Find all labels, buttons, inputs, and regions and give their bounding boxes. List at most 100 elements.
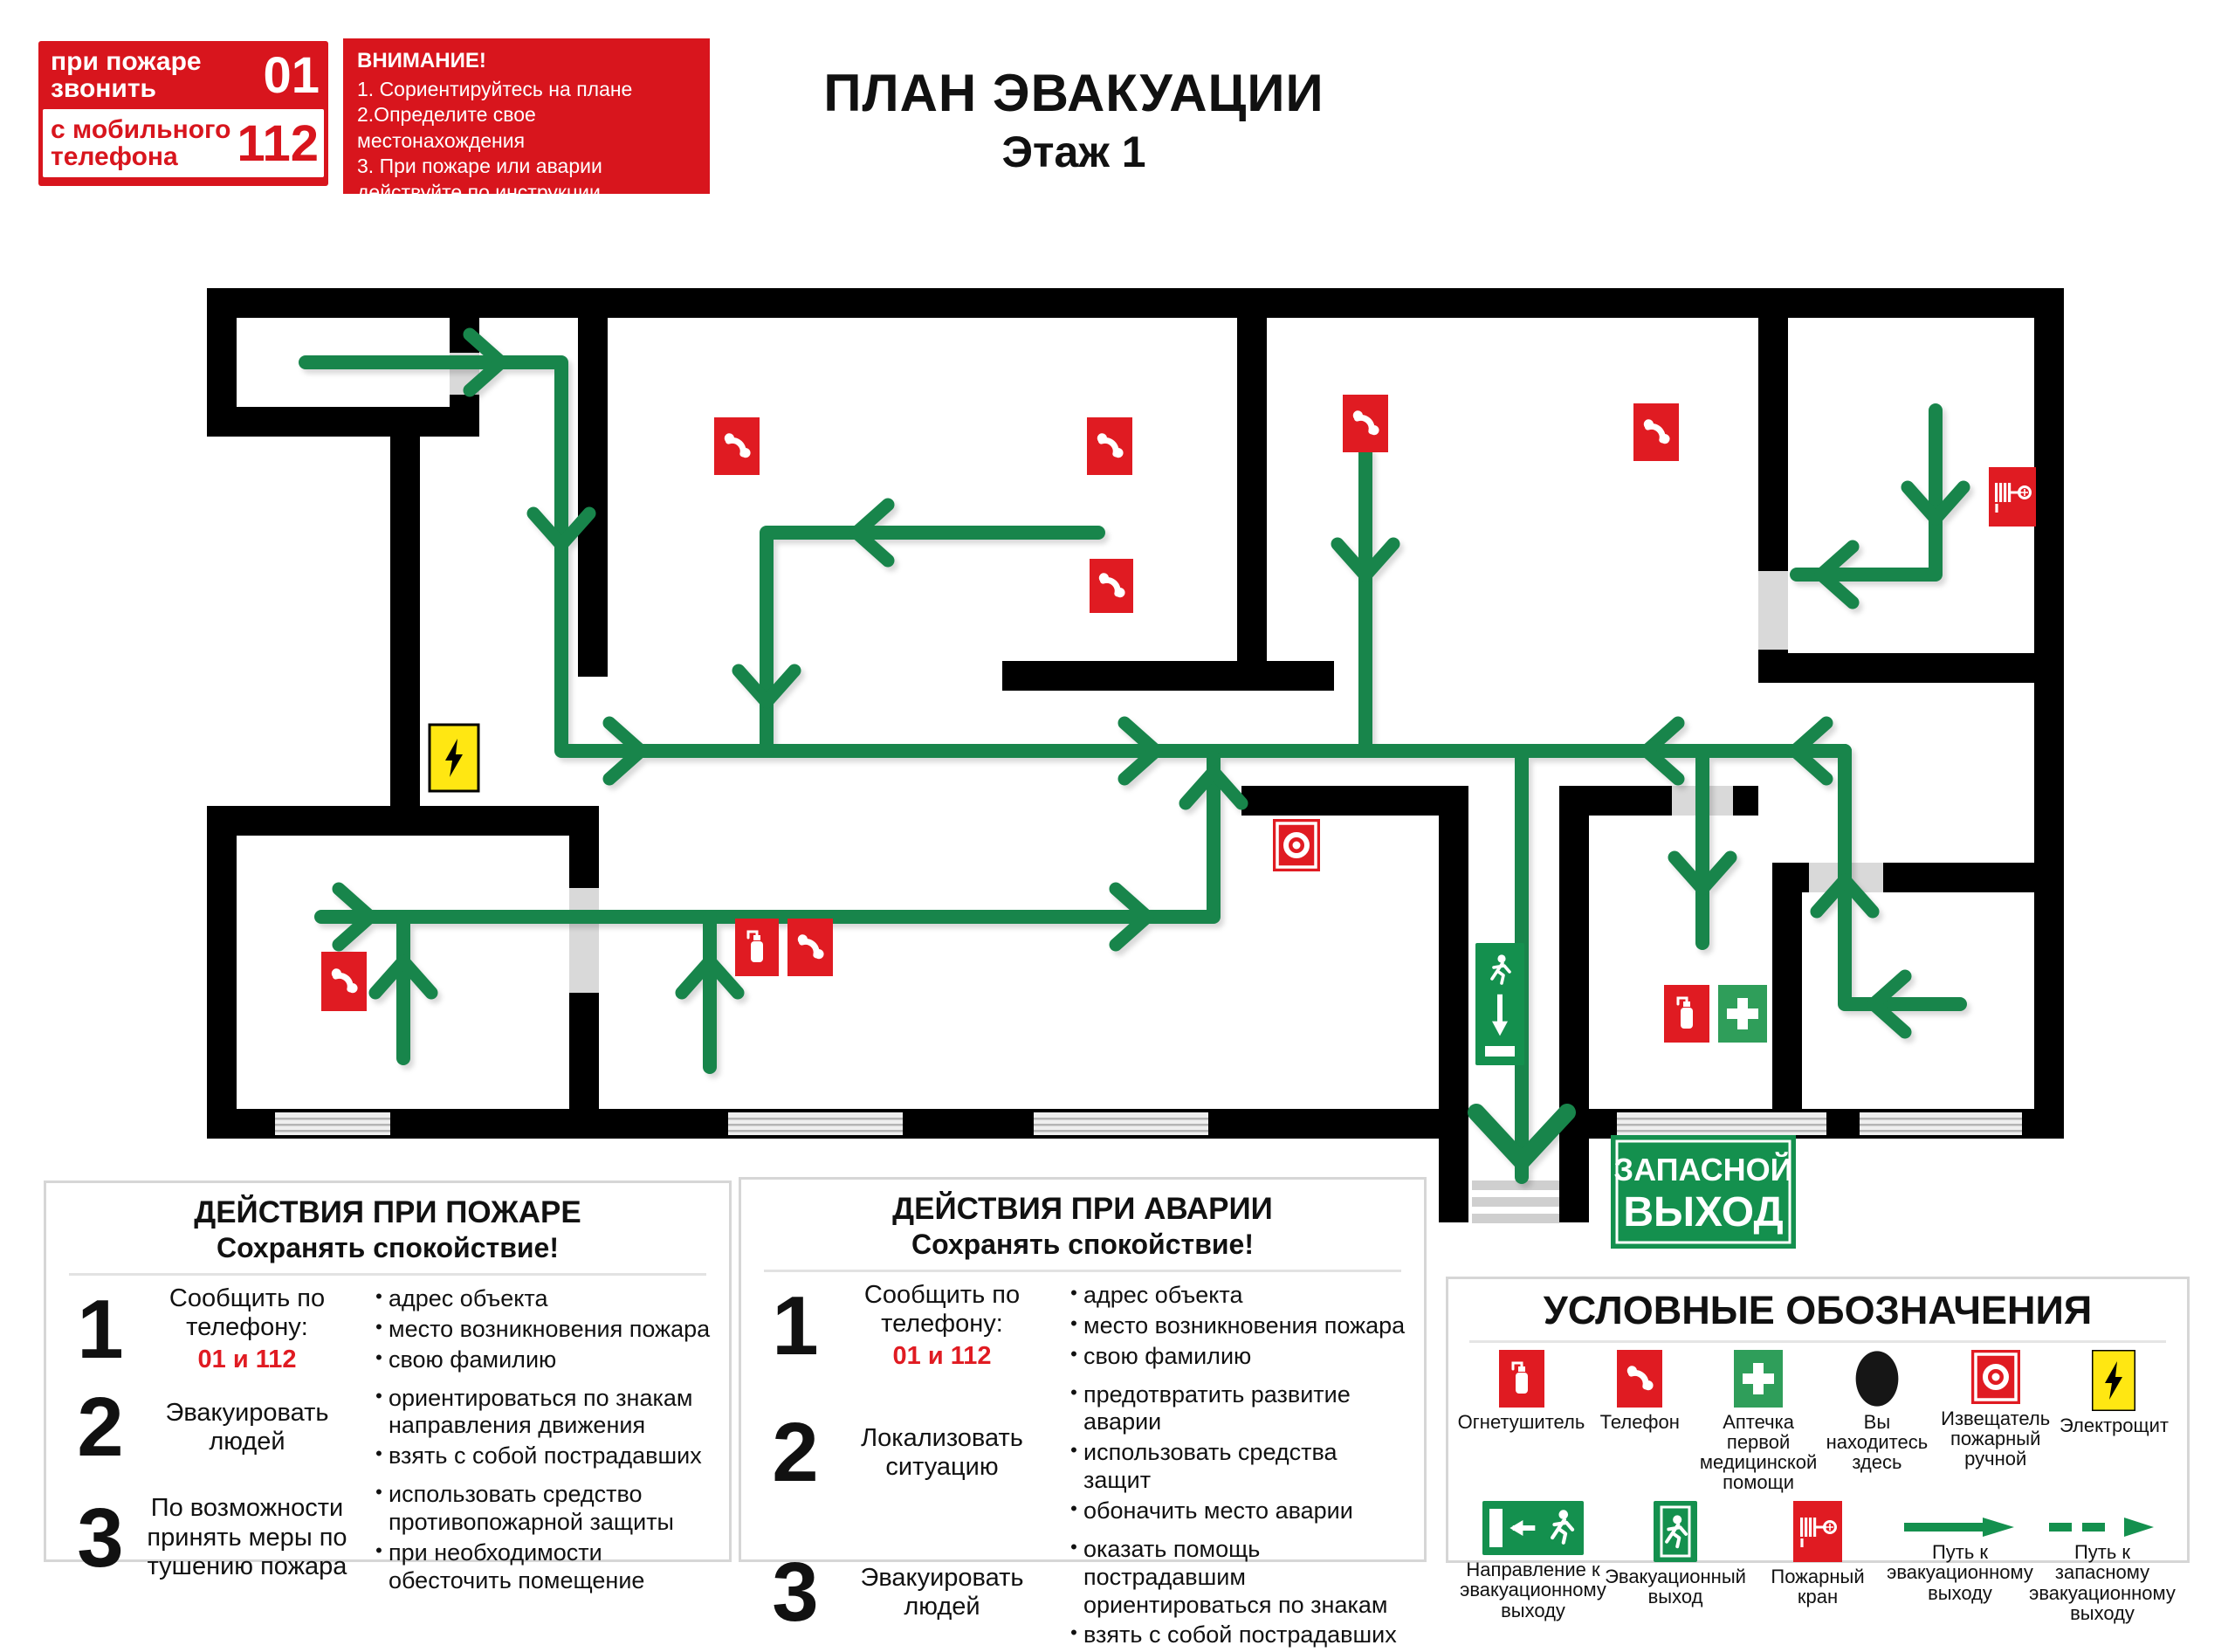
wall	[1788, 653, 2064, 683]
arrow-head	[2124, 1518, 2154, 1538]
wall	[207, 806, 599, 836]
step-label: Локализовать ситуацию	[861, 1423, 1023, 1482]
cross-h	[1727, 1008, 1758, 1019]
handset	[331, 968, 358, 994]
evacuation-path-main-route	[299, 355, 1852, 758]
window-stripe	[728, 1130, 903, 1132]
floor-subtitle: Этаж 1	[1001, 127, 1146, 176]
phone-icon	[1087, 417, 1132, 475]
legend-item-arrow_dashed: Путь к запасному эвакуационному выходу	[2029, 1501, 2176, 1623]
window-stripe	[1034, 1130, 1208, 1132]
panel-subtitle: Сохранять спокойствие!	[217, 1232, 559, 1263]
legend-caption: Телефон	[1599, 1411, 1680, 1433]
alarm-dot	[1991, 1373, 2000, 1381]
running-man-figure	[1551, 1510, 1575, 1545]
step-bullet: •адрес объекта	[375, 1285, 548, 1311]
ext-body	[751, 941, 763, 962]
handset-ear	[331, 968, 341, 979]
wall	[1439, 786, 1468, 1222]
icon-bg	[1090, 559, 1133, 613]
wall	[207, 407, 479, 437]
window	[728, 1112, 903, 1135]
window-stripe	[1617, 1130, 1826, 1132]
legend-caption: Направление к эвакуационному выходу	[1460, 1559, 1606, 1621]
coil-bar	[1813, 1518, 1817, 1538]
evacuation-paths	[299, 327, 1970, 1184]
stair-step	[1472, 1180, 1559, 1190]
ext-body	[1515, 1373, 1528, 1394]
legend-title: УСЛОВНЫЕ ОБОЗНАЧЕНИЯ	[1543, 1288, 2093, 1332]
legend-item-electro: Электрощит	[2057, 1350, 2171, 1435]
figure	[1490, 954, 1511, 985]
coil-bar	[1999, 483, 2003, 502]
path-arrowhead	[1810, 873, 1880, 919]
wall	[1237, 318, 1267, 677]
window-stripe	[275, 1118, 390, 1120]
window-stripe	[1034, 1118, 1208, 1120]
window-stripe	[275, 1124, 390, 1126]
step-number: 1	[772, 1278, 819, 1373]
sign-border	[1615, 1139, 1791, 1244]
window-stripe	[1860, 1130, 2022, 1132]
cross	[1727, 998, 1758, 1029]
alarm-ring	[1283, 832, 1310, 858]
panel-divider	[69, 1273, 706, 1276]
step-bullet: •адрес объекта	[1070, 1282, 1243, 1308]
handset-ear	[814, 949, 824, 960]
evacuation-path-room-far-right	[1790, 403, 1943, 582]
electro-icon	[2092, 1350, 2136, 1411]
vestsign-icon	[1475, 943, 1524, 1065]
dash	[2082, 1523, 2105, 1532]
hose-reel	[1995, 483, 2032, 513]
legend-item-exitdir: Направление к эвакуационному выходу	[1460, 1501, 1606, 1621]
window-stripe	[728, 1124, 903, 1126]
step-bullet: •свою фамилию	[375, 1346, 557, 1373]
phone-icon	[787, 919, 833, 976]
path-arrowhead	[1901, 480, 1970, 526]
valve-cross	[1826, 1524, 1833, 1532]
emergency-numbers: 01 и 112	[197, 1346, 297, 1374]
valve	[1823, 1520, 1837, 1535]
step-label: Сообщить по телефону:01 и 112	[137, 1284, 357, 1375]
plan-title: ПЛАН ЭВАКУАЦИИ	[823, 64, 1324, 122]
step-bullet: •использовать средство противопожарной з…	[375, 1481, 674, 1536]
icon-bg	[1087, 417, 1132, 475]
exit-sign-line1: ЗАПАСНОЙ	[1614, 1151, 1793, 1187]
threshold-bar	[1485, 1046, 1515, 1057]
exitman-icon	[1654, 1501, 1697, 1563]
path-arrowhead	[1331, 537, 1400, 582]
emergency-numbers: 01 и 112	[892, 1342, 992, 1371]
wall	[1241, 786, 1439, 816]
legend-caption: Аптечка первой медицинской помощи	[1699, 1411, 1818, 1494]
phone-icon	[1090, 559, 1133, 613]
window	[275, 1112, 390, 1135]
window-stripe	[1860, 1124, 2022, 1126]
wall	[1002, 661, 1334, 691]
legend-item-exitman: Эвакуационный выход	[1605, 1501, 1746, 1607]
handset	[797, 934, 824, 960]
handset	[1098, 573, 1125, 598]
path-arrowhead	[1118, 716, 1163, 786]
down-arrow-head	[1492, 1021, 1508, 1036]
ext-icon	[1664, 985, 1709, 1043]
attention-item: 3. При пожаре или аварии действуйте по и…	[357, 155, 602, 203]
legend-item-phone: Телефон	[1583, 1350, 1697, 1432]
handset-ear	[1352, 410, 1363, 421]
wall	[1758, 318, 1788, 571]
ext-neck	[1683, 1002, 1690, 1007]
handset	[1627, 1366, 1654, 1391]
path-arrowhead	[675, 954, 745, 1000]
step-number: 1	[77, 1282, 124, 1376]
handset-ear	[797, 934, 808, 945]
legend-caption: Пожарный кран	[1771, 1566, 1865, 1608]
figure	[1551, 1510, 1575, 1545]
bolt	[2105, 1361, 2123, 1400]
